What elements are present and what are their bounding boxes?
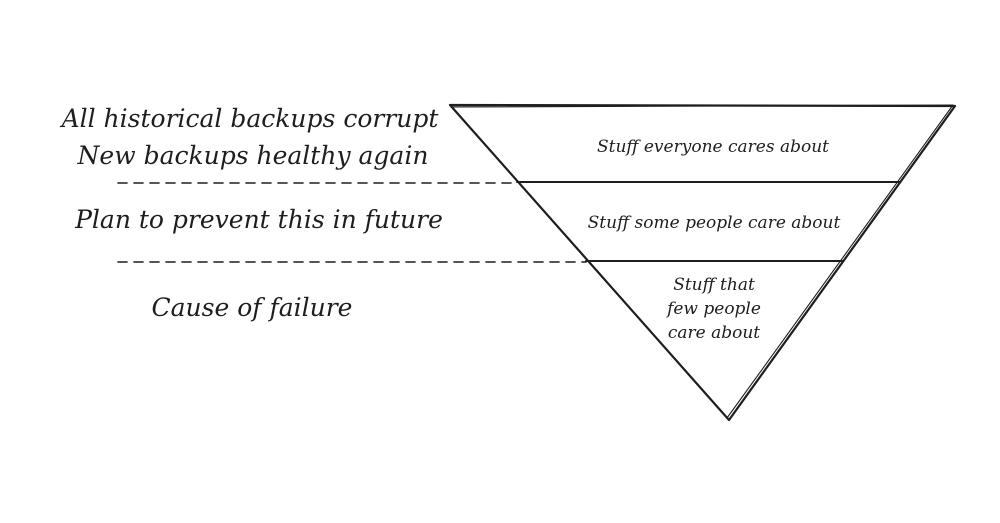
tier-1-label: Stuff everyone cares about xyxy=(597,137,829,157)
tier-2-label: Stuff some people care about xyxy=(588,213,841,233)
left-label-middle: Plan to prevent this in future xyxy=(74,205,443,234)
left-label-top-line-1: All historical backups corrupt xyxy=(60,104,440,133)
left-label-bottom: Cause of failure xyxy=(152,293,353,322)
tier-3-label-line-2: few people xyxy=(665,299,761,319)
tier-3-label-line-1: Stuff that xyxy=(673,275,755,295)
left-label-top-line-2: New backups healthy again xyxy=(77,141,429,170)
tier-3-label-line-3: care about xyxy=(668,323,760,343)
